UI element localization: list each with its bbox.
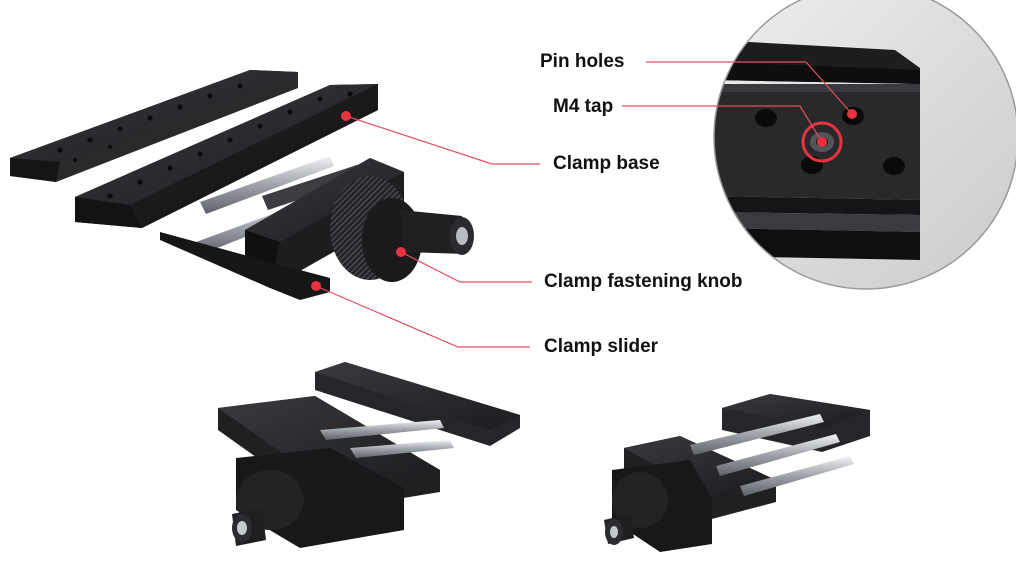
clamp-base-marker-dot xyxy=(341,111,351,121)
leader-lines xyxy=(311,61,857,348)
pin-holes-magnified-detail xyxy=(713,0,1016,290)
clamp-base-leader xyxy=(345,115,540,165)
m4-tap-marker-dot xyxy=(817,137,827,147)
pin-holes-label: Pin holes xyxy=(540,51,624,72)
clamp-base-label: Clamp base xyxy=(553,153,660,174)
clamp-fastening-knob-marker-dot xyxy=(396,247,406,257)
clamp-assembly-main-view xyxy=(10,70,474,300)
clamp-slider-leader xyxy=(315,285,530,348)
m4-tap-highlight-ring xyxy=(801,121,843,163)
clamp-slider-label: Clamp slider xyxy=(544,336,659,357)
pin-holes-leader xyxy=(646,61,853,115)
clamp-assembly-view-left xyxy=(218,362,520,548)
clamp-slider-marker-dot xyxy=(311,281,321,291)
clamp-assembly-view-right xyxy=(604,394,870,552)
clamp-fastening-knob-leader xyxy=(400,251,532,283)
m4-tap-leader xyxy=(622,105,823,143)
clamp-fastening-knob-label: Clamp fastening knob xyxy=(544,271,742,292)
pin-holes-marker-dot xyxy=(847,109,857,119)
m4-tap-label: M4 tap xyxy=(553,96,613,117)
